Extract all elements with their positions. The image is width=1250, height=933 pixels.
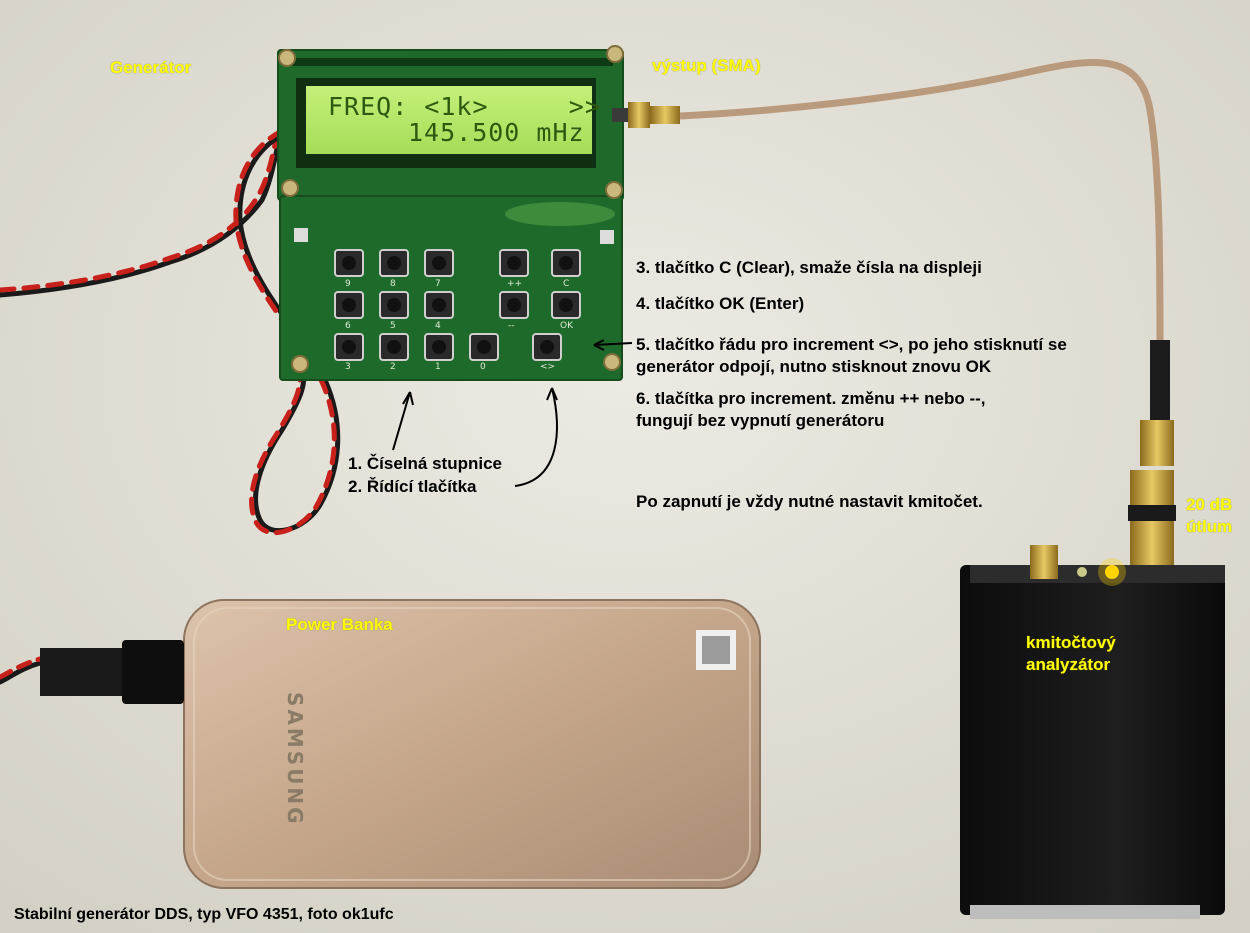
label-step-4: 4. tlačítko OK (Enter) <box>636 294 805 313</box>
lcd-line-2: 145.500 mHz <box>408 118 585 147</box>
label-step-6-line-1: 6. tlačítka pro increment. změnu ++ nebo… <box>636 389 986 408</box>
lcd-line-1: FREQ: <1k> >> <box>328 92 601 121</box>
key-label-0: 0 <box>480 362 486 372</box>
key-label-5: 5 <box>390 321 396 331</box>
label-generator: Generátor <box>110 58 192 77</box>
annotation-arrows <box>392 339 633 487</box>
label-step-6-line-2: fungují bez vypnutí generátoru <box>636 411 885 430</box>
label-step-3: 3. tlačítko C (Clear), smaže čísla na di… <box>636 258 982 277</box>
key-label-ok: OK <box>560 321 573 331</box>
label-step-5-line-2: generátor odpojí, nutno stisknout znovu … <box>636 357 992 376</box>
coax-cable <box>612 59 1176 565</box>
key-label-7: 7 <box>435 279 441 289</box>
key-label-increment-order: <> <box>540 362 556 372</box>
power-bank <box>40 599 761 889</box>
label-step-2: 2. Řídící tlačítka <box>348 477 477 496</box>
key-label-6: 6 <box>345 321 351 331</box>
photo-caption: Stabilní generátor DDS, typ VFO 4351, fo… <box>14 906 394 923</box>
lcd-screen <box>306 86 592 154</box>
label-analyzer-line-1: kmitočtový <box>1026 633 1116 652</box>
key-label-9: 9 <box>345 279 351 289</box>
label-attenuator-line-1: 20 dB <box>1186 495 1233 514</box>
label-step-5-line-1: 5. tlačítko řádu pro increment <>, po je… <box>636 335 1067 354</box>
label-step-1: 1. Číselná stupnice <box>348 454 502 473</box>
label-note: Po zapnutí je vždy nutné nastavit kmitoč… <box>636 492 983 511</box>
key-label-4: 4 <box>435 321 441 331</box>
powerbank-brand: SAMSUNG <box>283 692 307 827</box>
key-label-8: 8 <box>390 279 396 289</box>
key-label-plusplus: ++ <box>507 279 523 289</box>
key-label-minusminus: -- <box>508 321 515 331</box>
label-analyzer-line-2: analyzátor <box>1026 655 1111 674</box>
generator-board <box>277 45 624 381</box>
key-label-2: 2 <box>390 362 396 372</box>
power-wires <box>0 121 341 685</box>
key-label-3: 3 <box>345 362 351 372</box>
key-label-c: C <box>563 279 570 289</box>
key-label-1: 1 <box>435 362 441 372</box>
label-output-sma: výstup (SMA) <box>652 56 761 75</box>
label-attenuator-line-2: útlum <box>1186 517 1233 536</box>
label-power-bank: Power Banka <box>286 615 393 634</box>
frequency-analyzer <box>960 545 1225 919</box>
